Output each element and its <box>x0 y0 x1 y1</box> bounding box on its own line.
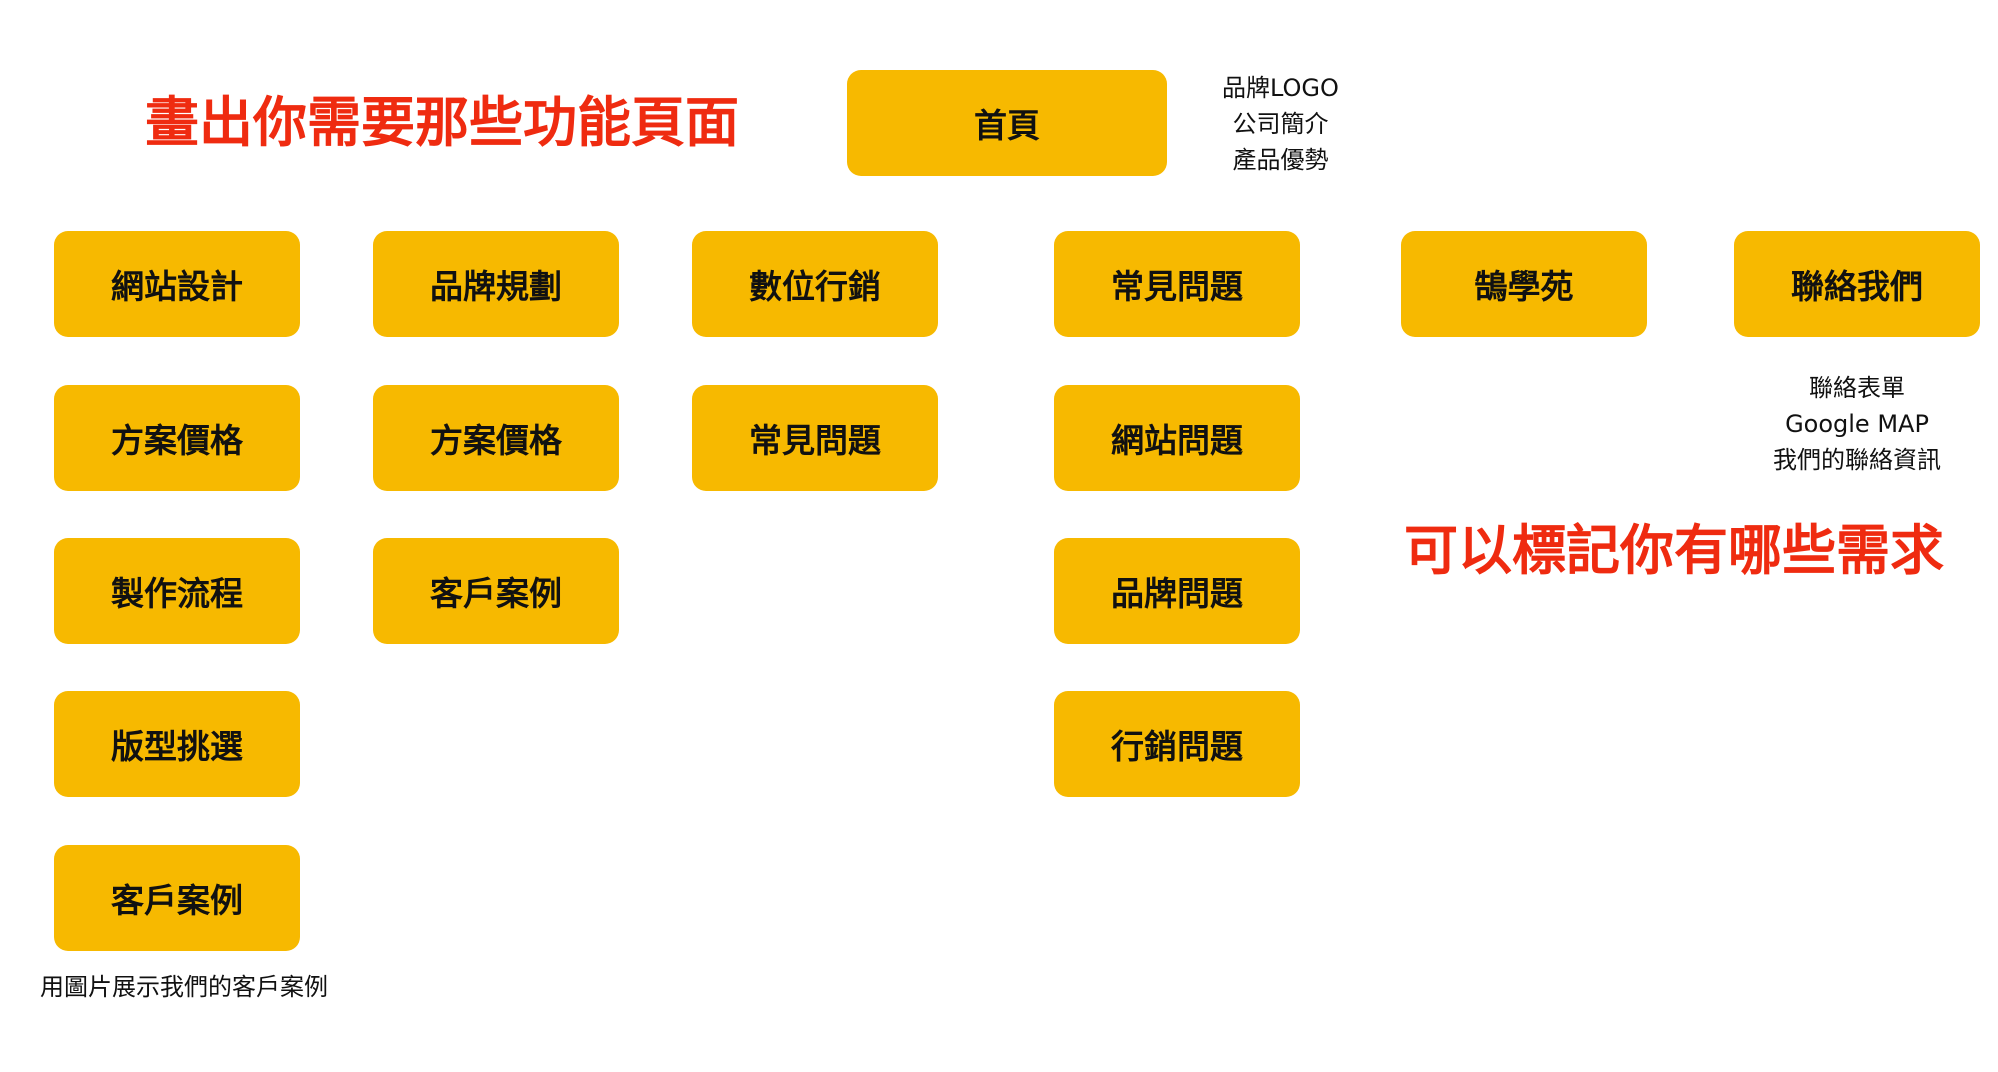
node-contact-us[interactable]: 聯絡我們 <box>1734 231 1980 337</box>
node-template-selection[interactable]: 版型挑選 <box>54 691 300 797</box>
node-label: 聯絡我們 <box>1791 267 1923 306</box>
node-label: 客戶案例 <box>111 881 243 920</box>
node-label: 網站問題 <box>1111 421 1243 460</box>
node-label: 鵠學苑 <box>1474 267 1574 306</box>
node-brand-questions[interactable]: 品牌問題 <box>1054 538 1300 644</box>
node-website-questions[interactable]: 網站問題 <box>1054 385 1300 491</box>
node-digital-marketing[interactable]: 數位行銷 <box>692 231 938 337</box>
node-production-process[interactable]: 製作流程 <box>54 538 300 644</box>
node-web-design[interactable]: 網站設計 <box>54 231 300 337</box>
diagram-title-right: 可以標記你有哪些需求 <box>1404 519 1944 582</box>
node-label: 製作流程 <box>111 574 243 613</box>
node-label: 品牌問題 <box>1111 574 1243 613</box>
node-label: 常見問題 <box>1111 267 1243 306</box>
contact-note: Google MAP <box>1785 410 1929 438</box>
node-label: 品牌規劃 <box>430 267 562 306</box>
home-note: 產品優勢 <box>1232 146 1329 174</box>
contact-notes: 聯絡表單 Google MAP 我們的聯絡資訊 <box>1734 370 1980 478</box>
node-label: 客戶案例 <box>430 574 562 613</box>
client-cases-note: 用圖片展示我們的客戶案例 <box>40 973 328 1001</box>
node-label: 網站設計 <box>111 267 243 306</box>
node-brand-client-cases[interactable]: 客戶案例 <box>373 538 619 644</box>
diagram-title-left: 畫出你需要那些功能頁面 <box>145 91 739 154</box>
node-label: 方案價格 <box>111 421 243 460</box>
node-brand-pricing[interactable]: 方案價格 <box>373 385 619 491</box>
node-web-client-cases[interactable]: 客戶案例 <box>54 845 300 951</box>
node-label: 版型挑選 <box>111 727 243 766</box>
contact-note: 聯絡表單 <box>1809 374 1905 402</box>
node-marketing-questions[interactable]: 行銷問題 <box>1054 691 1300 797</box>
contact-note: 我們的聯絡資訊 <box>1773 446 1941 474</box>
home-notes: 品牌LOGO 公司簡介 產品優勢 <box>1222 70 1339 178</box>
node-faq[interactable]: 常見問題 <box>1054 231 1300 337</box>
home-note: 公司簡介 <box>1232 110 1329 138</box>
node-web-pricing[interactable]: 方案價格 <box>54 385 300 491</box>
node-label: 數位行銷 <box>749 267 881 306</box>
node-marketing-faq[interactable]: 常見問題 <box>692 385 938 491</box>
home-node[interactable]: 首頁 <box>847 70 1167 176</box>
home-node-label: 首頁 <box>974 106 1040 145</box>
node-label: 常見問題 <box>749 421 881 460</box>
home-note: 品牌LOGO <box>1222 74 1339 102</box>
node-brand-planning[interactable]: 品牌規劃 <box>373 231 619 337</box>
node-label: 行銷問題 <box>1111 727 1243 766</box>
node-label: 方案價格 <box>430 421 562 460</box>
node-academy[interactable]: 鵠學苑 <box>1401 231 1647 337</box>
